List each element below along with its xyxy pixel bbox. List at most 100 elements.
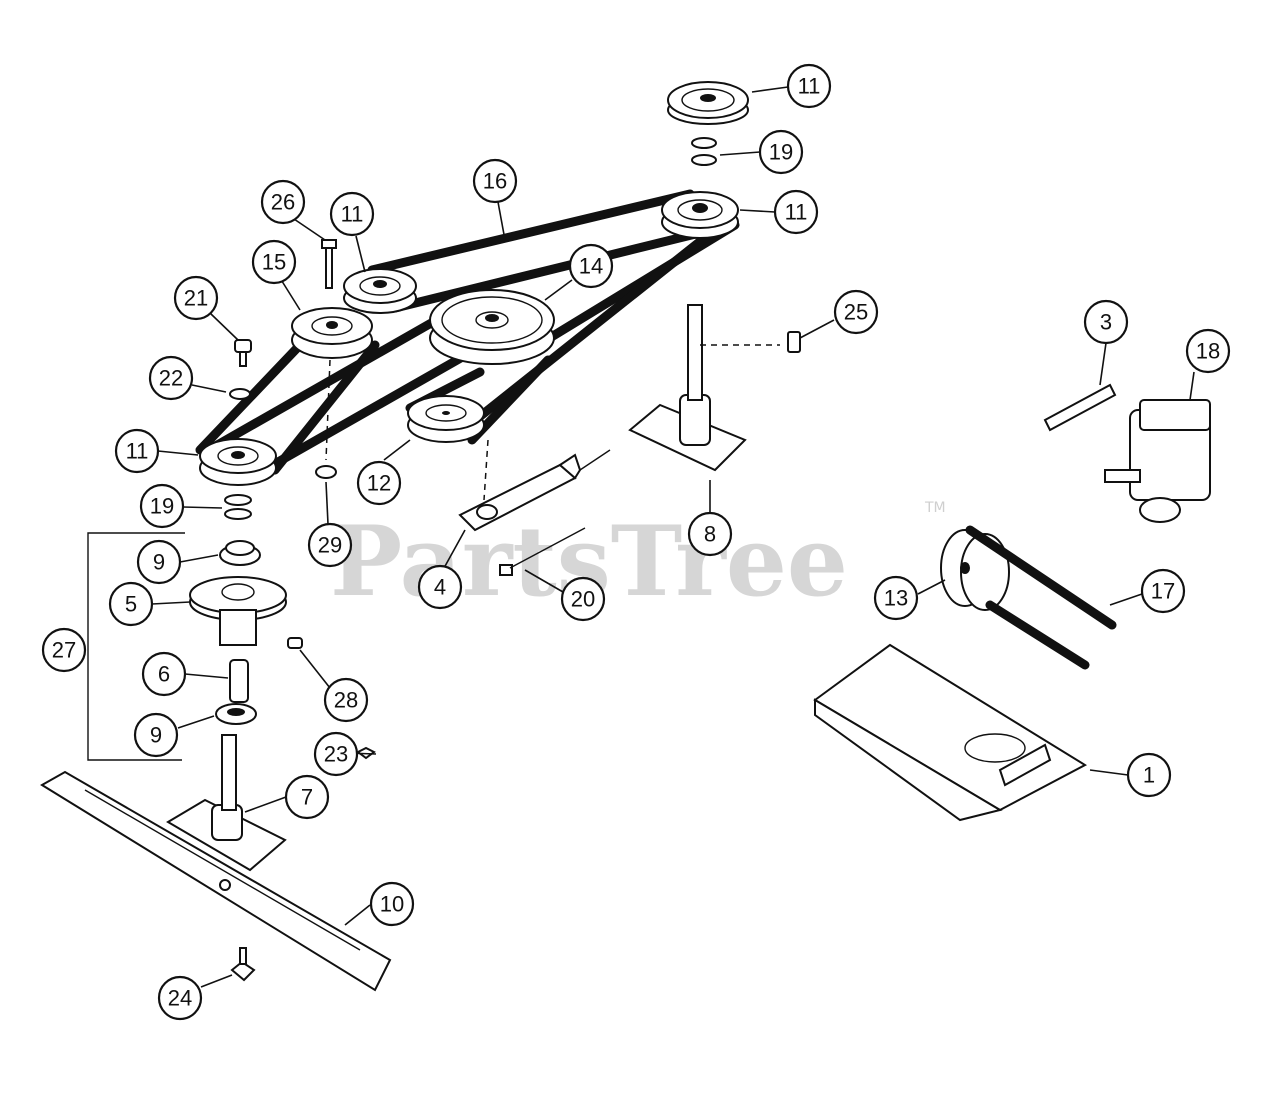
washer-19-left — [224, 494, 252, 520]
callout-27[interactable]: 27 — [41, 627, 87, 673]
belt-left-d — [270, 340, 380, 475]
callout-21[interactable]: 21 — [173, 275, 219, 321]
callout-11-right-label: 11 — [785, 200, 808, 225]
callout-25-label: 25 — [844, 300, 868, 325]
callout-10[interactable]: 10 — [369, 881, 415, 927]
bracket-27 — [87, 532, 185, 761]
callout-5-label: 5 — [125, 592, 137, 617]
spacer-6 — [229, 659, 249, 703]
pulley-15 — [291, 307, 373, 359]
callout-3[interactable]: 3 — [1083, 299, 1129, 345]
bolt-20 — [499, 527, 586, 576]
callout-19-top[interactable]: 19 — [758, 129, 804, 175]
callout-29[interactable]: 29 — [307, 522, 353, 568]
callout-25[interactable]: 25 — [833, 289, 879, 335]
callout-16[interactable]: 16 — [472, 158, 518, 204]
callout-10-label: 10 — [380, 892, 404, 917]
callout-18-label: 18 — [1196, 339, 1220, 364]
callout-9-top[interactable]: 9 — [136, 539, 182, 585]
callout-17-label: 17 — [1151, 579, 1175, 604]
callout-8-label: 8 — [704, 522, 716, 547]
bracket-4 — [458, 449, 611, 532]
callout-12-label: 12 — [367, 471, 391, 496]
callout-6-label: 6 — [158, 662, 170, 687]
watermark-tm: TM — [924, 500, 946, 516]
callout-17[interactable]: 17 — [1140, 568, 1186, 614]
washer-22 — [229, 388, 251, 400]
callout-11-mid-label: 11 — [341, 202, 364, 227]
callout-1[interactable]: 1 — [1126, 752, 1172, 798]
callout-19-top-label: 19 — [769, 140, 793, 165]
bearing-9-bottom — [215, 703, 257, 725]
callout-18[interactable]: 18 — [1185, 328, 1231, 374]
belt-left-c — [195, 340, 305, 455]
callout-28[interactable]: 28 — [323, 677, 369, 723]
callout-26[interactable]: 26 — [260, 179, 306, 225]
callout-11-left[interactable]: 11 — [114, 428, 160, 474]
washer-19-top — [691, 137, 717, 166]
housing-5 — [189, 576, 287, 646]
callout-23[interactable]: 23 — [313, 731, 359, 777]
watermark: PartsTree TM — [330, 500, 946, 618]
belt-17 — [965, 525, 1117, 670]
callout-11-mid[interactable]: 11 — [329, 191, 375, 237]
callout-28-label: 28 — [334, 688, 358, 713]
callout-6[interactable]: 6 — [141, 651, 187, 697]
callout-11-top-label: 11 — [798, 74, 821, 99]
gearbox-18 — [1104, 399, 1211, 523]
callouts: 11 19 16 11 26 11 14 15 21 25 3 18 22 11… — [41, 63, 1231, 1021]
callout-13-label: 13 — [884, 586, 908, 611]
leaders — [151, 86, 1195, 988]
callout-9-bottom[interactable]: 9 — [133, 712, 179, 758]
callout-27-label: 27 — [52, 638, 76, 663]
callout-3-label: 3 — [1100, 310, 1112, 335]
callout-11-top[interactable]: 11 — [786, 63, 832, 109]
callout-20[interactable]: 20 — [560, 576, 606, 622]
fitting-28 — [287, 637, 303, 649]
callout-24-label: 24 — [168, 986, 192, 1011]
housing-1 — [813, 643, 1088, 822]
pulley-11-mid — [343, 268, 417, 314]
callout-29-label: 29 — [318, 533, 342, 558]
callout-4[interactable]: 4 — [417, 564, 463, 610]
belt-left-a — [200, 313, 445, 457]
callout-11-right[interactable]: 11 — [773, 189, 819, 235]
blade-10 — [40, 770, 392, 992]
callout-7-label: 7 — [301, 785, 313, 810]
pulley-13 — [940, 529, 1010, 611]
callout-12[interactable]: 12 — [356, 460, 402, 506]
pulley-11-right — [661, 191, 739, 239]
pulley-12 — [407, 395, 485, 443]
callout-4-label: 4 — [434, 575, 446, 600]
callout-20-label: 20 — [571, 587, 595, 612]
callout-24[interactable]: 24 — [157, 975, 203, 1021]
callout-19-left[interactable]: 19 — [139, 483, 185, 529]
pulley-11-top — [667, 81, 749, 125]
belt-16-upper — [367, 189, 695, 275]
callout-9-bottom-label: 9 — [150, 723, 162, 748]
bolt-24 — [230, 947, 256, 982]
callout-13[interactable]: 13 — [873, 575, 919, 621]
key-25 — [787, 331, 801, 353]
bearing-9-top — [219, 540, 261, 566]
pulley-14 — [429, 289, 555, 365]
callout-11-left-label: 11 — [126, 439, 149, 464]
callout-7[interactable]: 7 — [284, 774, 330, 820]
axis-12 — [483, 439, 489, 501]
callout-14[interactable]: 14 — [568, 243, 614, 289]
axis-15 — [325, 359, 331, 461]
callout-19-left-label: 19 — [150, 494, 174, 519]
callout-22[interactable]: 22 — [148, 355, 194, 401]
callout-15-label: 15 — [262, 250, 286, 275]
callout-15[interactable]: 15 — [251, 239, 297, 285]
callout-23-label: 23 — [324, 742, 348, 767]
callout-22-label: 22 — [159, 366, 183, 391]
callout-5[interactable]: 5 — [108, 581, 154, 627]
bracket-3 — [1043, 383, 1117, 432]
callout-21-label: 21 — [184, 286, 208, 311]
callout-9-top-label: 9 — [153, 550, 165, 575]
callout-26-label: 26 — [271, 190, 295, 215]
callout-8[interactable]: 8 — [687, 511, 733, 557]
callout-14-label: 14 — [579, 254, 603, 279]
callout-1-label: 1 — [1143, 763, 1155, 788]
